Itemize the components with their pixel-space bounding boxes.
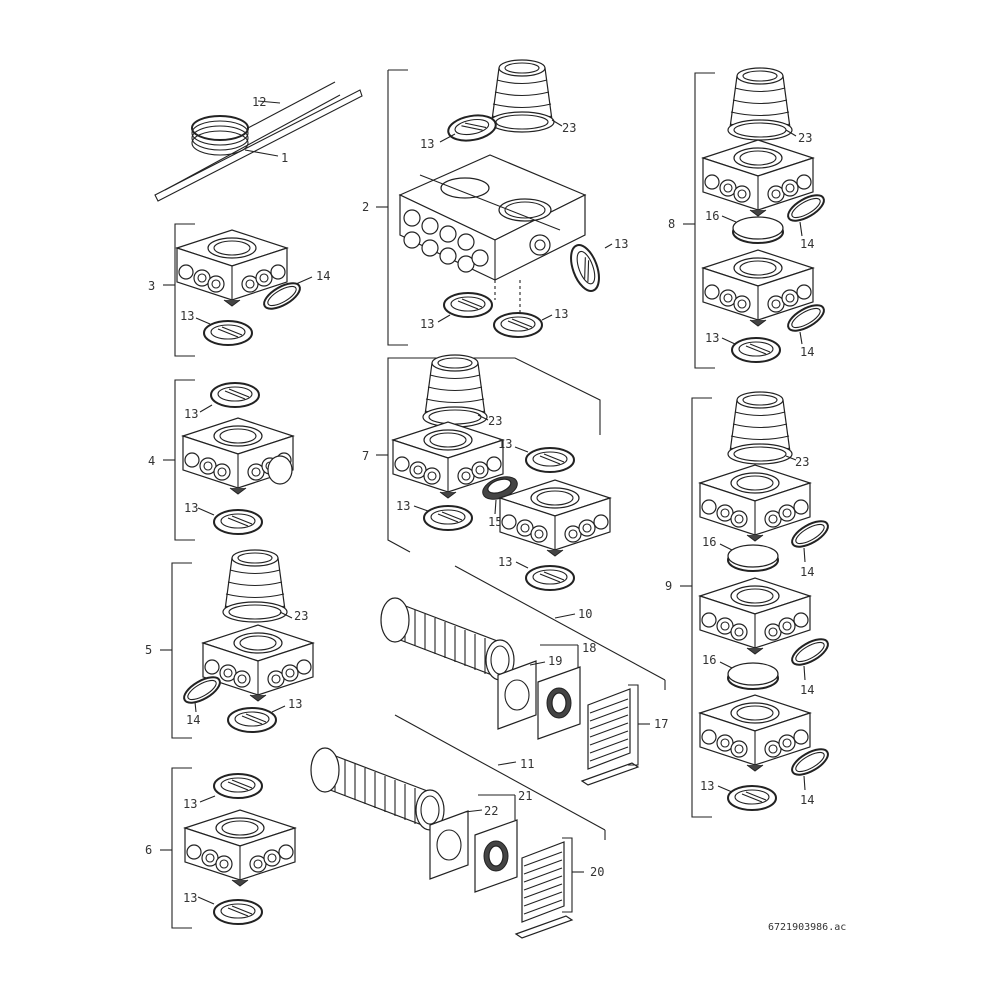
callout-13: 13 (288, 697, 302, 711)
callout-14: 14 (800, 345, 814, 359)
assembly-3: 3 14 13 (148, 223, 330, 357)
callout-4: 4 (148, 454, 155, 468)
callout-13: 13 (180, 309, 194, 323)
callout-13: 13 (420, 137, 434, 151)
callout-23: 23 (488, 414, 502, 428)
callout-23: 23 (294, 609, 308, 623)
assembly-10-wall-duct: 10 19 18 17 (380, 565, 668, 786)
callout-8: 8 (668, 217, 675, 231)
callout-14: 14 (800, 237, 814, 251)
callout-14: 14 (316, 269, 330, 283)
callout-14: 14 (800, 683, 814, 697)
callout-17: 17 (654, 717, 668, 731)
assembly-8: 8 23 14 16 14 13 (668, 67, 829, 369)
callout-5: 5 (145, 643, 152, 657)
callout-13: 13 (705, 331, 719, 345)
callout-7: 7 (362, 449, 369, 463)
callout-6: 6 (145, 843, 152, 857)
callout-15: 15 (488, 515, 502, 529)
callout-2: 2 (362, 200, 369, 214)
callout-13: 13 (184, 501, 198, 515)
callout-21: 21 (518, 789, 532, 803)
callout-13: 13 (498, 437, 512, 451)
callout-13: 13 (184, 407, 198, 421)
drawing-reference-code: 6721903986.ac (768, 922, 846, 933)
callout-16: 16 (705, 209, 719, 223)
callout-13: 13 (554, 307, 568, 321)
assembly-2-distributor: 2 23 13 13 13 (362, 59, 628, 346)
callout-16: 16 (702, 653, 716, 667)
assembly-11-wall-duct: 11 22 21 20 (310, 714, 606, 939)
callout-23: 23 (562, 121, 576, 135)
callout-11: 11 (520, 757, 534, 771)
callout-13: 13 (700, 779, 714, 793)
callout-20: 20 (590, 865, 604, 879)
callout-14: 14 (186, 713, 200, 727)
assembly-5: 5 23 14 13 (145, 549, 314, 739)
callout-10: 10 (578, 607, 592, 621)
callout-16: 16 (702, 535, 716, 549)
callout-23: 23 (795, 455, 809, 469)
callout-13: 13 (183, 891, 197, 905)
callout-22: 22 (484, 804, 498, 818)
assembly-7: 7 23 13 13 15 13 (362, 354, 611, 591)
callout-14: 14 (800, 793, 814, 807)
callout-13: 13 (183, 797, 197, 811)
assembly-9: 9 23 14 16 14 16 14 13 (665, 391, 833, 818)
part-12-1-cable-assembly: 12 1 (154, 81, 363, 202)
callout-13: 13 (498, 555, 512, 569)
callout-13: 13 (614, 237, 628, 251)
callout-23: 23 (798, 131, 812, 145)
callout-18: 18 (582, 641, 596, 655)
callout-13: 13 (420, 317, 434, 331)
callout-19: 19 (548, 654, 562, 668)
callout-13: 13 (396, 499, 410, 513)
callout-14: 14 (800, 565, 814, 579)
assembly-4: 4 13 13 (148, 379, 294, 541)
callout-9: 9 (665, 579, 672, 593)
callout-12: 12 (252, 95, 266, 109)
assembly-6: 6 13 13 (145, 767, 296, 929)
callout-1: 1 (281, 151, 288, 165)
callout-3: 3 (148, 279, 155, 293)
